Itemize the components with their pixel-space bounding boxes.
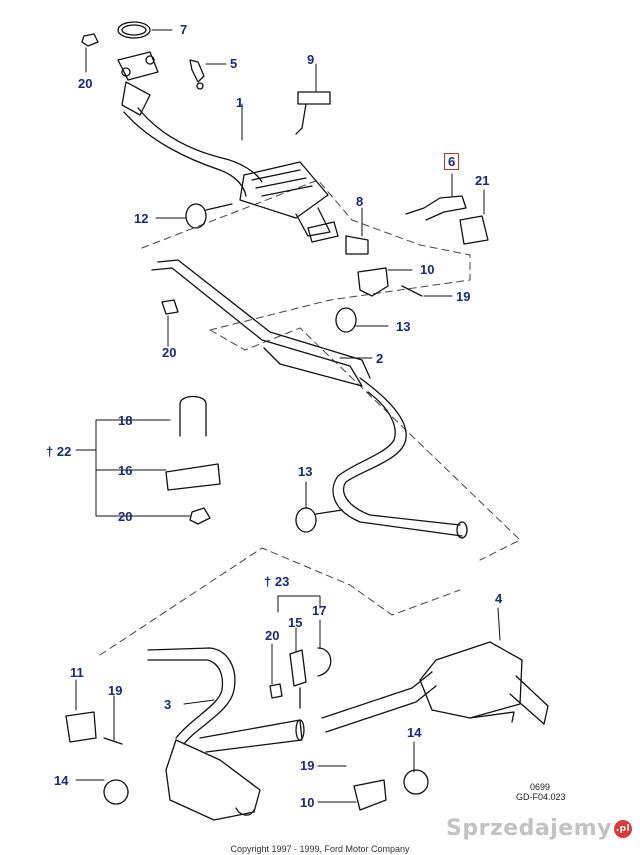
callout-12: 12 — [134, 211, 149, 226]
callout-4: 4 — [495, 591, 503, 606]
watermark-text: Sprzedajemy — [446, 816, 612, 841]
hardware-parts — [65, 21, 489, 811]
callout-13-lower: 13 — [298, 464, 313, 479]
copyright-footer: Copyright 1997 - 1999, Ford Motor Compan… — [230, 844, 410, 854]
drawing-code: 0699 GD-F04.023 — [516, 782, 566, 803]
callout-15: 15 — [288, 615, 303, 630]
callout-22: † 22 — [46, 445, 71, 458]
callout-6-highlighted: 6 — [444, 153, 460, 170]
rear-muffler — [321, 641, 549, 733]
callout-17: 17 — [312, 603, 327, 618]
callout-22-label: 22 — [56, 444, 72, 459]
rear-pipe-resonator — [147, 647, 305, 821]
callout-8: 8 — [356, 194, 364, 209]
front-pipe-catalytic-converter — [117, 51, 339, 243]
callout-20-middle: 20 — [162, 345, 177, 360]
callout-20-lower: 20 — [265, 628, 280, 643]
callout-10-upper: 10 — [420, 262, 435, 277]
callout-16: 16 — [118, 463, 133, 478]
watermark-badge: .pl — [614, 820, 632, 838]
callout-5: 5 — [230, 56, 238, 71]
intermediate-pipe-center-muffler — [151, 259, 468, 539]
watermark-logo: Sprzedajemy.pl — [446, 816, 632, 841]
callout-21: 21 — [475, 173, 490, 188]
callout-11: 11 — [70, 665, 84, 680]
leader-lines — [75, 29, 501, 803]
callout-19-bottom: 19 — [300, 758, 315, 773]
callout-23-label: 23 — [274, 574, 290, 589]
callout-14-left: 14 — [54, 773, 69, 788]
callout-9: 9 — [307, 52, 315, 67]
callout-14-right: 14 — [407, 725, 422, 740]
callout-23: † 23 — [264, 575, 289, 588]
callout-3: 3 — [164, 697, 172, 712]
drawing-code-line-2: GD-F04.023 — [516, 792, 566, 803]
callout-20-top: 20 — [78, 76, 93, 91]
dagger-symbol-23: † — [264, 574, 272, 589]
callout-7: 7 — [180, 22, 188, 37]
callout-10-bottom: 10 — [300, 795, 315, 810]
dashed-boundaries — [99, 179, 521, 656]
callout-20-left: 20 — [118, 509, 133, 524]
callout-1: 1 — [236, 95, 244, 110]
callout-13-upper: 13 — [396, 319, 411, 334]
dagger-symbol: † — [46, 444, 54, 459]
callout-18: 18 — [118, 413, 133, 428]
callout-19-left: 19 — [108, 683, 123, 698]
callout-19-upper: 19 — [456, 289, 471, 304]
drawing-code-line-1: 0699 — [530, 782, 551, 792]
callout-2: 2 — [376, 351, 384, 366]
